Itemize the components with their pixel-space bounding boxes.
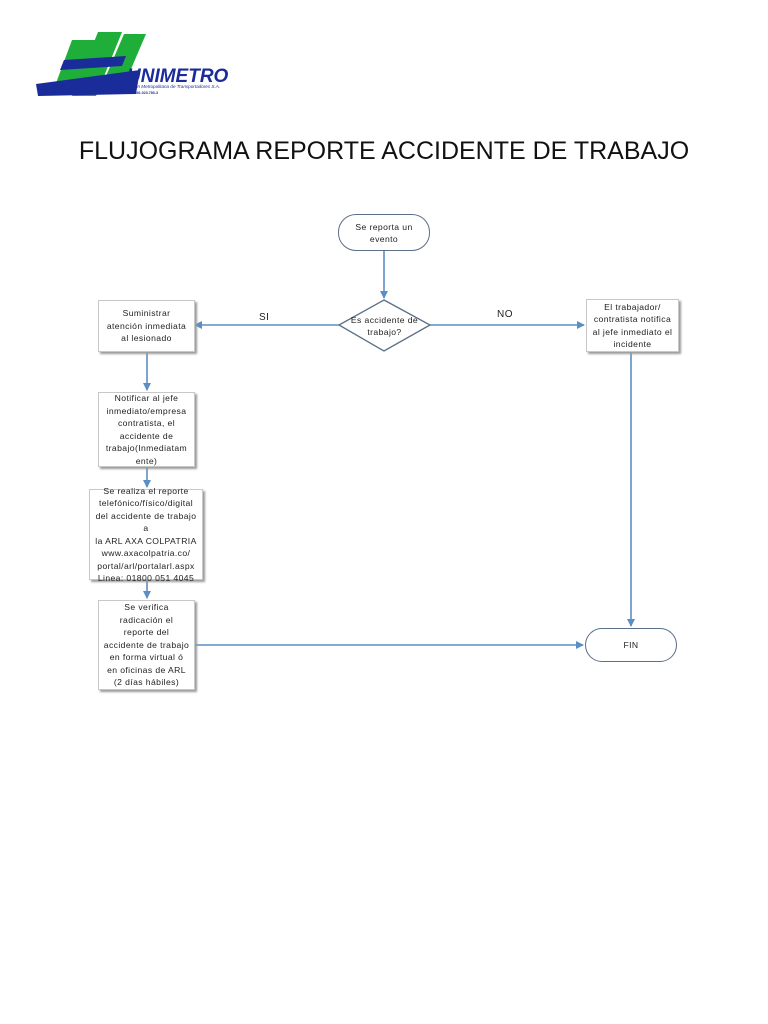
report-step: Se realiza el reporte telefónico/físico/… (89, 486, 203, 583)
end-node: FIN (585, 628, 677, 662)
notify-step: Notificar al jefe inmediato/empresa cont… (98, 392, 195, 467)
verify-step: Se verifica radicación el reporte del ac… (98, 600, 195, 690)
brand-name: UNIMETRO (127, 66, 229, 87)
brand-subtitle: Unión Metropolitana de Transportadores S… (128, 84, 221, 89)
attention-step: Suministrar atención inmediata al lesion… (98, 300, 195, 352)
decision-text: Es accidente de trabajo? (350, 314, 419, 337)
worker-notify-step: El trabajador/ contratista notifica al j… (586, 299, 679, 352)
yes-label: SI (259, 312, 270, 323)
brand-nit: NIT 891.023.780-3 (128, 91, 158, 95)
page-title: FLUJOGRAMA REPORTE ACCIDENTE DE TRABAJO (78, 137, 690, 165)
unimetro-logo (36, 32, 146, 96)
start-node: Se reporta un evento (338, 214, 430, 251)
decision-diamond (337, 299, 432, 352)
no-label: NO (497, 309, 513, 320)
